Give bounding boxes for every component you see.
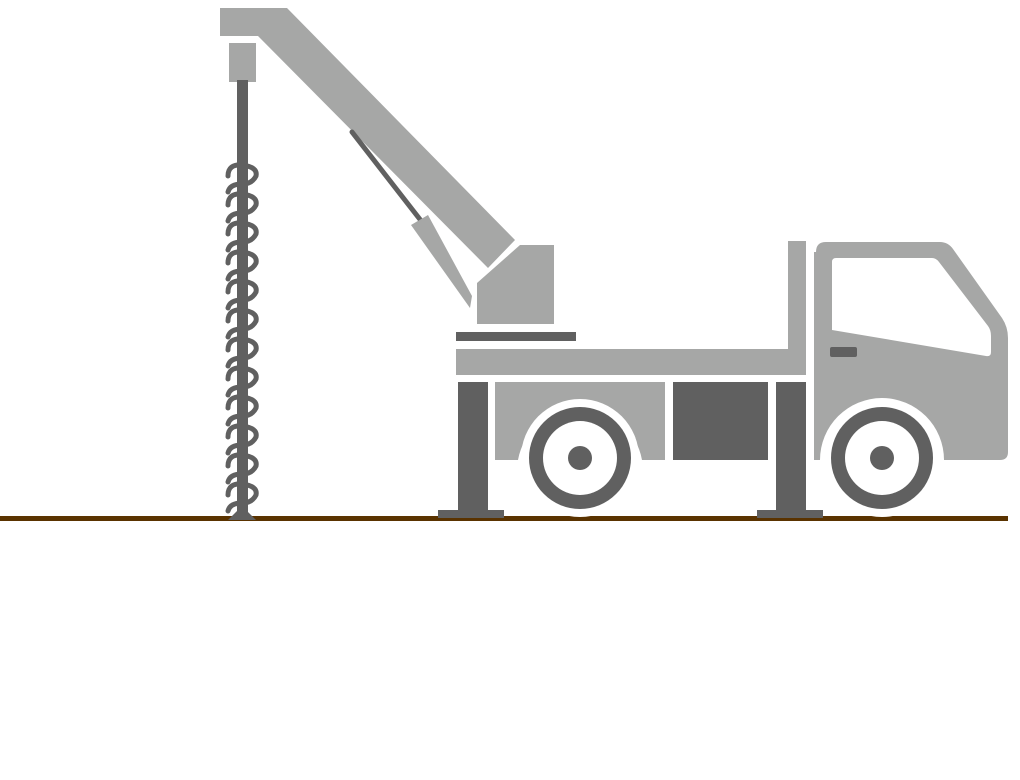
cylinder-rod [349,129,425,225]
outrigger-front-leg [458,382,488,514]
auger-flight [225,191,259,224]
auger-flight [225,481,259,514]
outrigger-rear-foot [757,510,823,518]
auger-drill-icon [225,43,259,520]
wheel-front-icon [823,399,941,517]
cab-door-handle [830,347,857,357]
auger-flight [225,249,259,282]
bed-side-panel-rear [495,382,665,460]
auger-tip [228,506,256,520]
truck-bed-icon [456,241,806,460]
outrigger-front-foot [438,510,504,518]
auger-flight [225,365,259,398]
auger-flight [225,394,259,427]
wheel-rear-icon [521,399,639,517]
auger-flight [225,307,259,340]
wheel-hub [870,446,894,470]
auger-spiral [225,162,259,520]
truck-cab-icon [814,242,1008,460]
outrigger-icon [438,382,823,518]
cylinder-barrel [411,215,472,308]
auger-drive-head [229,43,256,82]
auger-flight [225,423,259,456]
bed-deck [456,349,806,375]
auger-flight [225,162,259,195]
auger-flight [225,452,259,485]
hydraulic-cylinder-icon [349,129,472,308]
wheels-group [521,399,941,517]
turret-plate [456,332,576,341]
storage-box [673,382,768,460]
auger-flight [225,336,259,369]
outrigger-rear-leg [776,382,806,514]
wheel-hub [568,446,592,470]
auger-flight [225,220,259,253]
cab-window [832,258,991,357]
bed-headboard [788,241,806,371]
auger-flight [225,278,259,311]
crane-boom-icon [220,8,576,341]
boom-arm [220,8,515,268]
ground-line [0,516,1008,521]
boom-turret [477,245,554,324]
